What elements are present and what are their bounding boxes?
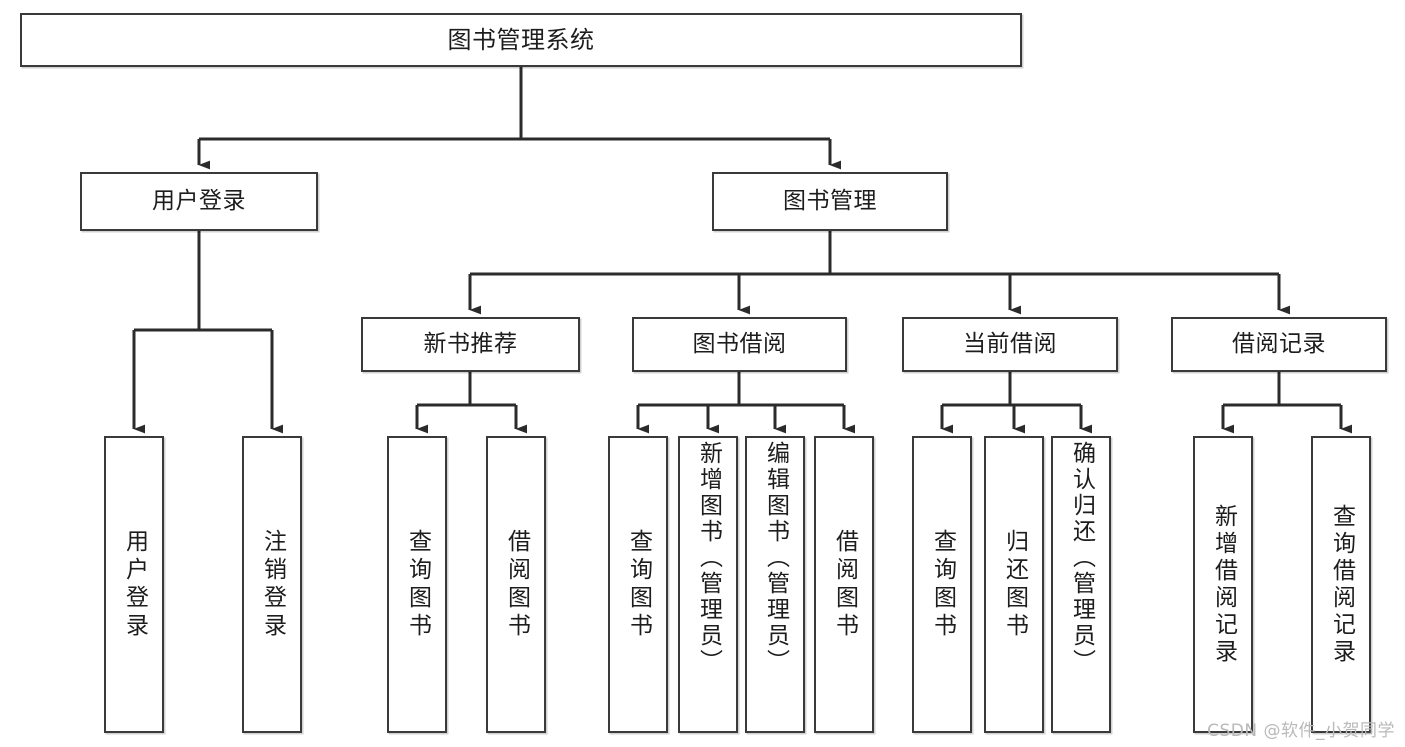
node-label: 查询图书 [404,528,431,641]
node-label: 编辑图书（管理员） [762,441,789,675]
node-label: 借阅图书 [831,528,858,641]
node-leaf-logout-login[interactable]: 注销登录 [242,436,302,733]
node-label: 图书管理系统 [447,26,595,54]
node-label: 确认归还（管理员） [1068,441,1095,675]
node-label: 新增借阅记录 [1210,503,1237,666]
node-book-borrow[interactable]: 图书借阅 [632,317,847,372]
node-borrow-record[interactable]: 借阅记录 [1171,317,1387,372]
node-leaf-user-login[interactable]: 用户登录 [104,436,164,733]
node-label: 借阅记录 [1232,331,1326,357]
node-book-manage[interactable]: 图书管理 [712,172,948,231]
node-label: 查询借阅记录 [1328,503,1355,666]
node-root-system[interactable]: 图书管理系统 [20,13,1022,67]
node-leaf-edit-book-admin[interactable]: 编辑图书（管理员） [745,436,805,733]
node-leaf-add-borrow-record[interactable]: 新增借阅记录 [1193,436,1253,733]
node-label: 注销登录 [259,528,286,641]
node-leaf-borrow-book-2[interactable]: 借阅图书 [814,436,874,733]
node-label: 用户登录 [152,188,246,214]
node-leaf-query-book-3[interactable]: 查询图书 [912,436,972,733]
node-current-borrow[interactable]: 当前借阅 [902,317,1118,372]
node-leaf-return-book[interactable]: 归还图书 [984,436,1044,733]
node-label: 查询图书 [625,528,652,641]
node-new-book-recommend[interactable]: 新书推荐 [361,317,580,372]
node-label: 新书推荐 [423,331,518,357]
node-leaf-query-book-2[interactable]: 查询图书 [608,436,668,733]
node-leaf-confirm-return-admin[interactable]: 确认归还（管理员） [1051,436,1111,733]
node-label: 当前借阅 [963,331,1057,357]
node-label: 图书借阅 [692,331,787,357]
node-label: 用户登录 [121,528,148,641]
node-label: 新增图书（管理员） [695,441,722,675]
node-leaf-query-borrow-record[interactable]: 查询借阅记录 [1311,436,1371,733]
node-label: 借阅图书 [503,528,530,641]
watermark-text: CSDN @软件_小贺同学 [1207,721,1395,741]
node-label: 图书管理 [783,188,877,214]
node-label: 归还图书 [1001,528,1028,641]
node-leaf-add-book-admin[interactable]: 新增图书（管理员） [678,436,738,733]
node-leaf-query-book-1[interactable]: 查询图书 [387,436,447,733]
node-user-login[interactable]: 用户登录 [80,172,318,231]
node-leaf-borrow-book-1[interactable]: 借阅图书 [486,436,546,733]
node-label: 查询图书 [929,528,956,641]
